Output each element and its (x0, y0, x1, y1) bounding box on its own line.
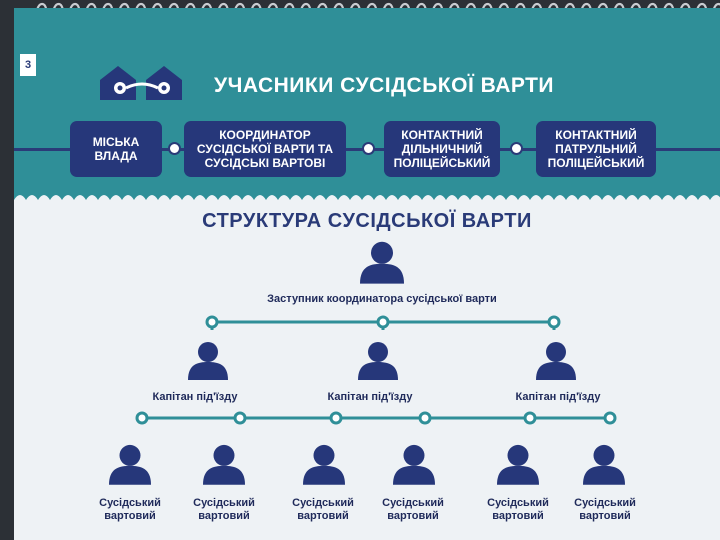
guard-label: Сусідський вартовий (193, 497, 255, 522)
participant-label: КООРДИНАТОР СУСІДСЬКОЇ ВАРТИ ТА СУСІДСЬК… (196, 128, 334, 170)
guard-avatar (203, 444, 245, 485)
participant-connector-dot (168, 142, 181, 155)
page-title: УЧАСНИКИ СУСІДСЬКОЇ ВАРТИ (214, 74, 555, 97)
deputy-coordinator-label: Заступник координатора сусідської варти (267, 293, 497, 305)
participant-label: КОНТАКТНИЙ ДІЛЬНИЧНИЙ ПОЛІЦЕЙСЬКИЙ (393, 128, 491, 170)
connector-node (547, 315, 561, 329)
guard-avatar (583, 444, 625, 485)
participant-box-patrol-officer: КОНТАКТНИЙ ПАТРУЛЬНИЙ ПОЛІЦЕЙСЬКИЙ (536, 121, 656, 177)
connector-node (329, 411, 343, 425)
captain-label: Капітан під'їзду (327, 391, 413, 403)
houses-logo-icon (100, 66, 182, 100)
guard-avatar (303, 444, 345, 485)
guard-avatar (109, 444, 151, 485)
deputy-coordinator-avatar (360, 241, 404, 284)
participant-box-coordinator: КООРДИНАТОР СУСІДСЬКОЇ ВАРТИ ТА СУСІДСЬК… (184, 121, 346, 177)
booklet-page: 3 УЧАСНИКИ СУСІДСЬКОЇ ВАРТИ МІСЬКА ВЛАДА… (14, 8, 720, 540)
connector-node (523, 411, 537, 425)
connector-node (418, 411, 432, 425)
participant-label: МІСЬКА ВЛАДА (92, 135, 140, 163)
captain-avatar (358, 342, 398, 380)
participant-box-city: МІСЬКА ВЛАДА (70, 121, 162, 177)
guard-label: Сусідський вартовий (382, 497, 444, 522)
connector-node (135, 411, 149, 425)
participant-label: КОНТАКТНИЙ ПАТРУЛЬНИЙ ПОЛІЦЕЙСЬКИЙ (547, 128, 645, 170)
connector-node (205, 315, 219, 329)
structure-title: СТРУКТУРА СУСІДСЬКОЇ ВАРТИ (202, 210, 532, 232)
captain-label: Капітан під'їзду (515, 391, 601, 403)
guard-label: Сусідський вартовий (292, 497, 354, 522)
captain-label: Капітан під'їзду (152, 391, 238, 403)
participant-connector-dot (362, 142, 375, 155)
page-number: 3 (20, 54, 36, 76)
org-tree (109, 241, 625, 485)
captain-avatar (188, 342, 228, 380)
captain-avatar (536, 342, 576, 380)
guard-label: Сусідський вартовий (99, 497, 161, 522)
guard-avatar (393, 444, 435, 485)
connector-node (233, 411, 247, 425)
guard-avatar (497, 444, 539, 485)
participant-connector-dot (510, 142, 523, 155)
connector-node (376, 315, 390, 329)
participant-box-district-officer: КОНТАКТНИЙ ДІЛЬНИЧНИЙ ПОЛІЦЕЙСЬКИЙ (384, 121, 500, 177)
guard-label: Сусідський вартовий (574, 497, 636, 522)
guard-label: Сусідський вартовий (487, 497, 549, 522)
connector-node (603, 411, 617, 425)
